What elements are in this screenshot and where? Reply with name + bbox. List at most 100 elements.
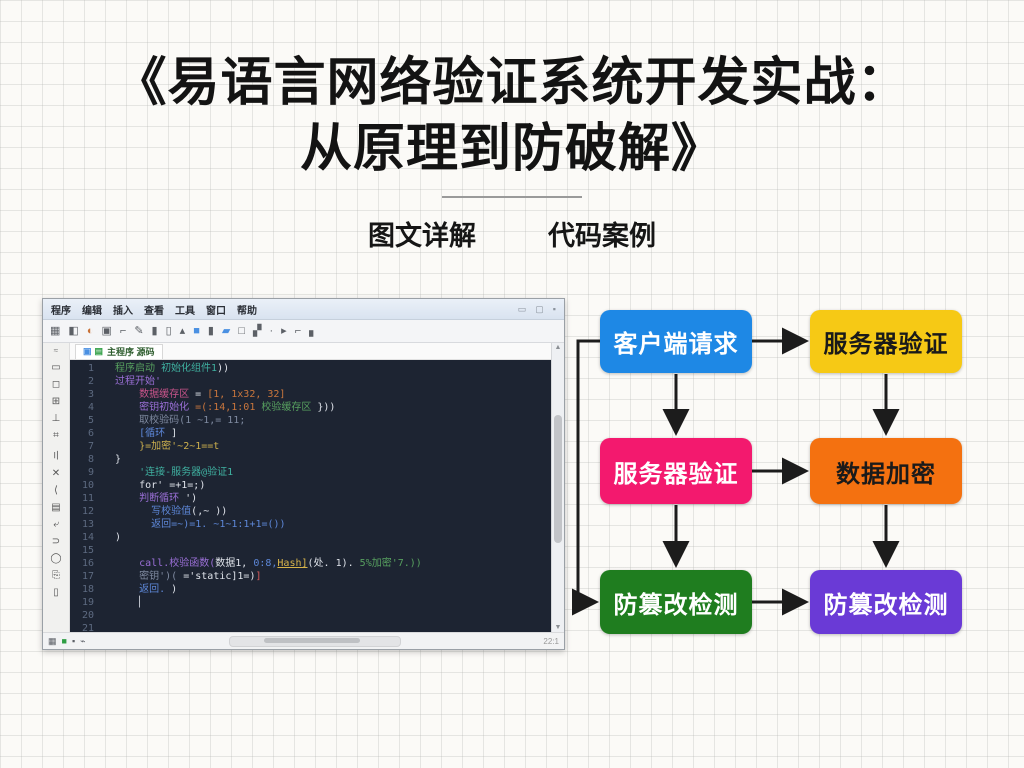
code-line: 20 [70,609,551,622]
tool-icon[interactable]: ▯ [53,587,59,598]
horizontal-scroll-thumb[interactable] [263,637,360,643]
tool-icon[interactable]: ✕ [51,468,61,479]
toolbar-icon[interactable]: ▰ [221,324,231,337]
code-token: 过程开始' [103,376,162,387]
toolbar-icon[interactable]: ▮ [207,324,214,337]
menu-item[interactable]: 窗口 [206,305,226,317]
tab-source[interactable]: ▣▤ 主程序 源码 [75,343,163,359]
toolbar-icon[interactable]: ▴ [179,324,186,337]
flow-node-tamper-detect-right: 防篡改检测 [810,570,962,634]
toolbar-icon[interactable]: · [269,324,274,337]
code-token: 数据缓存区 [103,389,190,400]
line-number: 10 [81,480,94,491]
menu-item[interactable]: 帮助 [237,305,257,317]
line-number: 6 [87,428,94,439]
toolbar-icon[interactable]: □ [238,324,246,337]
window-control-icon[interactable]: ▪ [552,303,556,314]
code-token: 程序启动 [103,363,162,374]
toolbar-icon[interactable]: ▮ [151,324,158,337]
toolbar-icon[interactable]: ▸ [281,324,287,337]
toolbar-icon[interactable]: ◐ [86,324,94,337]
cursor-position: 22:1 [543,636,559,646]
tool-icon[interactable]: ◯ [50,553,62,564]
code-line: 8 } [70,453,551,466]
menu-item[interactable]: 编辑 [82,305,102,317]
line-number: 9 [87,467,94,478]
toolbar-icon[interactable]: ✎ [134,324,144,337]
line-number: 21 [81,623,94,632]
menu-item[interactable]: 工具 [175,305,195,317]
tab-icon: ▣ [83,346,92,356]
tool-icon[interactable]: ⌗ [53,430,59,441]
scroll-down-icon[interactable]: ▼ [554,624,562,631]
code-token: call.校验函数( [103,558,216,569]
scroll-up-icon[interactable]: ▲ [554,344,562,351]
toolbar-icon[interactable]: ⌐ [119,324,127,337]
code-token: ') [185,493,198,504]
code-token: '连接-服务器@验证1 [103,467,234,478]
window-control-icon[interactable]: ▢ [535,303,544,314]
code-line: 17 密钥')( ='static]1=)] [70,570,551,583]
code-token: for' =+1=;) [103,480,206,491]
tool-icon[interactable]: ⎘ [51,570,60,581]
code-token: ='static]1=) [183,571,256,582]
toolbar-icon[interactable]: ■ [193,324,200,337]
tool-icon[interactable]: 〢 [50,451,61,462]
ide-window: 程序编辑插入查看工具窗口帮助 ▭▢▪ ▦◧◐▣⌐✎▮▯▴■▮▰□▞·▸⌐▖ ≈ … [42,298,565,650]
tool-icon[interactable]: ⊞ [51,396,61,407]
vertical-scroll-thumb[interactable] [554,415,562,543]
tool-icon[interactable]: ⤶ [53,519,59,530]
window-controls: ▭ ▢ ▪ [518,304,556,315]
code-line: 14 ) [70,531,551,544]
flow-node-data-encrypt: 数据加密 [810,438,962,504]
page-title-line1: 《易语言网络验证系统开发实战： [114,54,910,112]
tool-icon[interactable]: ⟨ [54,485,58,496]
toolbar-icon[interactable]: ▞ [253,324,262,337]
line-number: 15 [81,545,94,556]
toolbar-icon[interactable]: ▯ [165,324,172,337]
menu-item[interactable]: 程序 [51,305,71,317]
tool-icon[interactable]: ▭ [51,362,61,373]
flow-node-server-verify-top: 服务器验证 [810,310,962,373]
code-token: ] [255,571,262,582]
horizontal-scrollbar[interactable] [228,635,401,647]
menu-bar: 程序编辑插入查看工具窗口帮助 ▭ ▢ ▪ [43,299,564,320]
title-divider [442,196,582,199]
tool-icon[interactable]: ⊥ [51,413,61,424]
tab-icons: ▣▤ [83,346,103,357]
code-line: 15 [70,544,551,557]
code-editor[interactable]: 1 程序启动 初始化组件1))2 过程开始'3 数据缓存区 = [1, 1x32… [70,360,551,632]
left-strip-label: ≈ [53,346,59,355]
line-number: 11 [81,493,94,504]
toolbar-icon[interactable]: ▖ [309,324,318,337]
tab-bar: ▣▤ 主程序 源码 [70,343,551,360]
code-line: 16 call.校验函数(数据1, 0:8,Hash](处. 1). 5%加密'… [70,557,551,570]
line-number: 4 [87,402,94,413]
status-bar: ▦■▪⌁ 22:1 [43,632,564,649]
toolbar-icon[interactable]: ▦ [50,324,61,337]
editor-column: ▣▤ 主程序 源码 1 程序启动 初始化组件1))2 过程开始'3 数据缓存区 … [70,343,551,632]
toolbar-icon[interactable]: ◧ [68,324,79,337]
code-line: 3 数据缓存区 = [1, 1x32, 32] [70,388,551,401]
code-line: 12 写校验值(,~ )) [70,505,551,518]
code-token: [1, 1x32, 32] [207,389,286,400]
tool-icon[interactable]: ▤ [51,502,61,513]
code-token: }=加密'~2~1==t [103,441,220,452]
status-icon: ⌁ [80,635,86,646]
menu-item[interactable]: 插入 [113,305,133,317]
vertical-scrollbar[interactable]: ▲ ▼ [551,343,564,632]
code-token: (处. 1). [307,558,360,569]
window-control-icon[interactable]: ▭ [517,303,527,314]
toolbar-icon[interactable]: ⌐ [294,324,302,337]
menu-item[interactable]: 查看 [144,305,164,317]
code-token: 0:8, [253,558,278,569]
menu-bar-items: 程序编辑插入查看工具窗口帮助 [51,302,257,317]
tool-icon[interactable]: ◻ [51,379,61,390]
code-line: 2 过程开始' [70,375,551,388]
verification-flowchart: 客户端请求服务器验证服务器验证数据加密防篡改检测防篡改检测 [560,290,1000,670]
line-number: 16 [81,558,94,569]
tool-icon[interactable]: ⊃ [51,536,61,547]
toolbar-icon[interactable]: ▣ [101,324,112,337]
code-token: Hash] [277,558,308,569]
line-number: 8 [87,454,94,465]
